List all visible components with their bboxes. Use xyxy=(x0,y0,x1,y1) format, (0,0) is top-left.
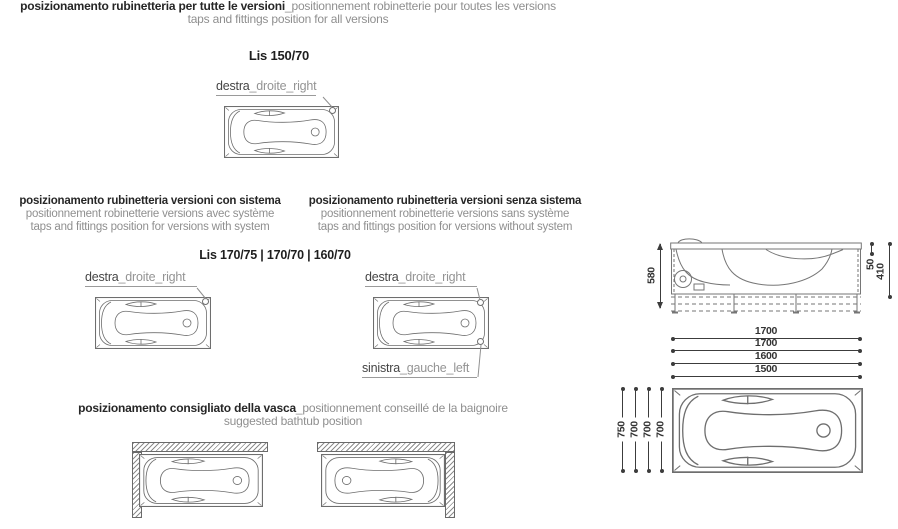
dimension-value-width-1: 750 xyxy=(616,417,628,442)
bathtub-sideview xyxy=(670,237,862,314)
tap-label-it: destra xyxy=(216,79,250,93)
dimension-value-length-3: 1600 xyxy=(754,350,778,362)
title-en: taps and fittings position for all versi… xyxy=(187,12,389,26)
section-title-without-system: posizionamento rubinetteria versioni sen… xyxy=(305,195,585,234)
tap-label-right-170-without: destra_droite_right xyxy=(365,271,477,287)
bathtub-topview-niche-left xyxy=(139,454,263,507)
dimension-line-580 xyxy=(657,243,663,309)
dimension-value-length-1: 1700 xyxy=(754,325,778,337)
title-fr: _positionnement robinetterie pour toutes… xyxy=(285,0,556,13)
title-fr: positionnement robinetterie versions ave… xyxy=(25,208,275,220)
dimension-line-410 xyxy=(887,242,892,299)
dimension-value-width-4: 700 xyxy=(655,417,667,442)
tap-label-fr-en: _droite_right xyxy=(398,270,466,284)
title-it: posizionamento rubinetteria per tutte le… xyxy=(20,0,285,13)
dimension-line-50 xyxy=(869,242,874,256)
bathtub-topview-niche-right xyxy=(321,454,445,507)
bathtub-topview-dimensioned xyxy=(672,388,863,473)
dimension-line-length-1 xyxy=(671,336,862,341)
tap-label-fr-en: _gauche_left xyxy=(400,361,470,375)
dimension-value-length-4: 1500 xyxy=(754,363,778,375)
title-it: posizionamento rubinetteria versioni con… xyxy=(19,195,281,207)
tap-position-dot xyxy=(329,107,336,114)
section-title-with-system: posizionamento rubinetteria versioni con… xyxy=(10,195,290,234)
model-lis-170-series: Lis 170/75 | 170/70 | 160/70 xyxy=(199,248,351,262)
title-it: posizionamento rubinetteria versioni sen… xyxy=(308,195,582,207)
dimension-value-410: 410 xyxy=(874,263,887,280)
title-en: suggested bathtub position xyxy=(223,414,363,428)
tap-label-right-170-with: destra_droite_right xyxy=(85,271,197,287)
title-fr: positionnement robinetterie versions san… xyxy=(320,208,570,220)
dimension-value-580: 580 xyxy=(645,267,658,284)
bathtub-topview-with-system xyxy=(95,297,211,349)
tap-position-dot xyxy=(202,298,209,305)
title-line-it-fr: posizionamento consigliato della vasca_p… xyxy=(20,402,566,415)
tap-label-fr-en: _droite_right xyxy=(249,79,317,93)
wall-top-right-niche xyxy=(317,442,455,452)
dimension-value-length-2: 1700 xyxy=(754,337,778,349)
tap-label-left-170: sinistra_gauche_left xyxy=(362,362,477,378)
title-en: taps and fittings position for versions … xyxy=(317,221,573,233)
bathtub-topview-without-system xyxy=(373,297,489,349)
dimension-line-length-2 xyxy=(671,348,862,353)
dimension-line-length-4 xyxy=(671,374,862,379)
section-title-all-versions: posizionamento rubinetteria per tutte le… xyxy=(0,0,576,26)
tap-label-right-150: destra_droite_right xyxy=(216,79,317,96)
tap-position-dot-bottom xyxy=(477,338,484,345)
title-line-it-fr: posizionamento rubinetteria per tutte le… xyxy=(0,0,576,13)
model-lis-150-70: Lis 150/70 xyxy=(248,48,310,63)
bathtub-topview-lis150 xyxy=(224,106,339,158)
dimension-value-width-2: 700 xyxy=(629,417,641,442)
tap-label-fr-en: _droite_right xyxy=(118,270,186,284)
title-en: taps and fittings position for versions … xyxy=(30,221,270,233)
wall-top-left-niche xyxy=(132,442,268,452)
tap-position-dot-top xyxy=(477,299,484,306)
dimension-line-length-3 xyxy=(671,361,862,366)
section-title-suggested: posizionamento consigliato della vasca_p… xyxy=(20,402,566,428)
tap-label-it: destra xyxy=(85,270,119,284)
title-fr: _positionnement conseillé de la baignoir… xyxy=(295,401,508,415)
dimension-value-width-3: 700 xyxy=(642,417,654,442)
title-it: posizionamento consigliato della vasca xyxy=(78,401,296,415)
tap-label-it: destra xyxy=(365,270,399,284)
tap-label-it: sinistra xyxy=(362,361,400,375)
wall-side-right-niche xyxy=(445,452,455,518)
